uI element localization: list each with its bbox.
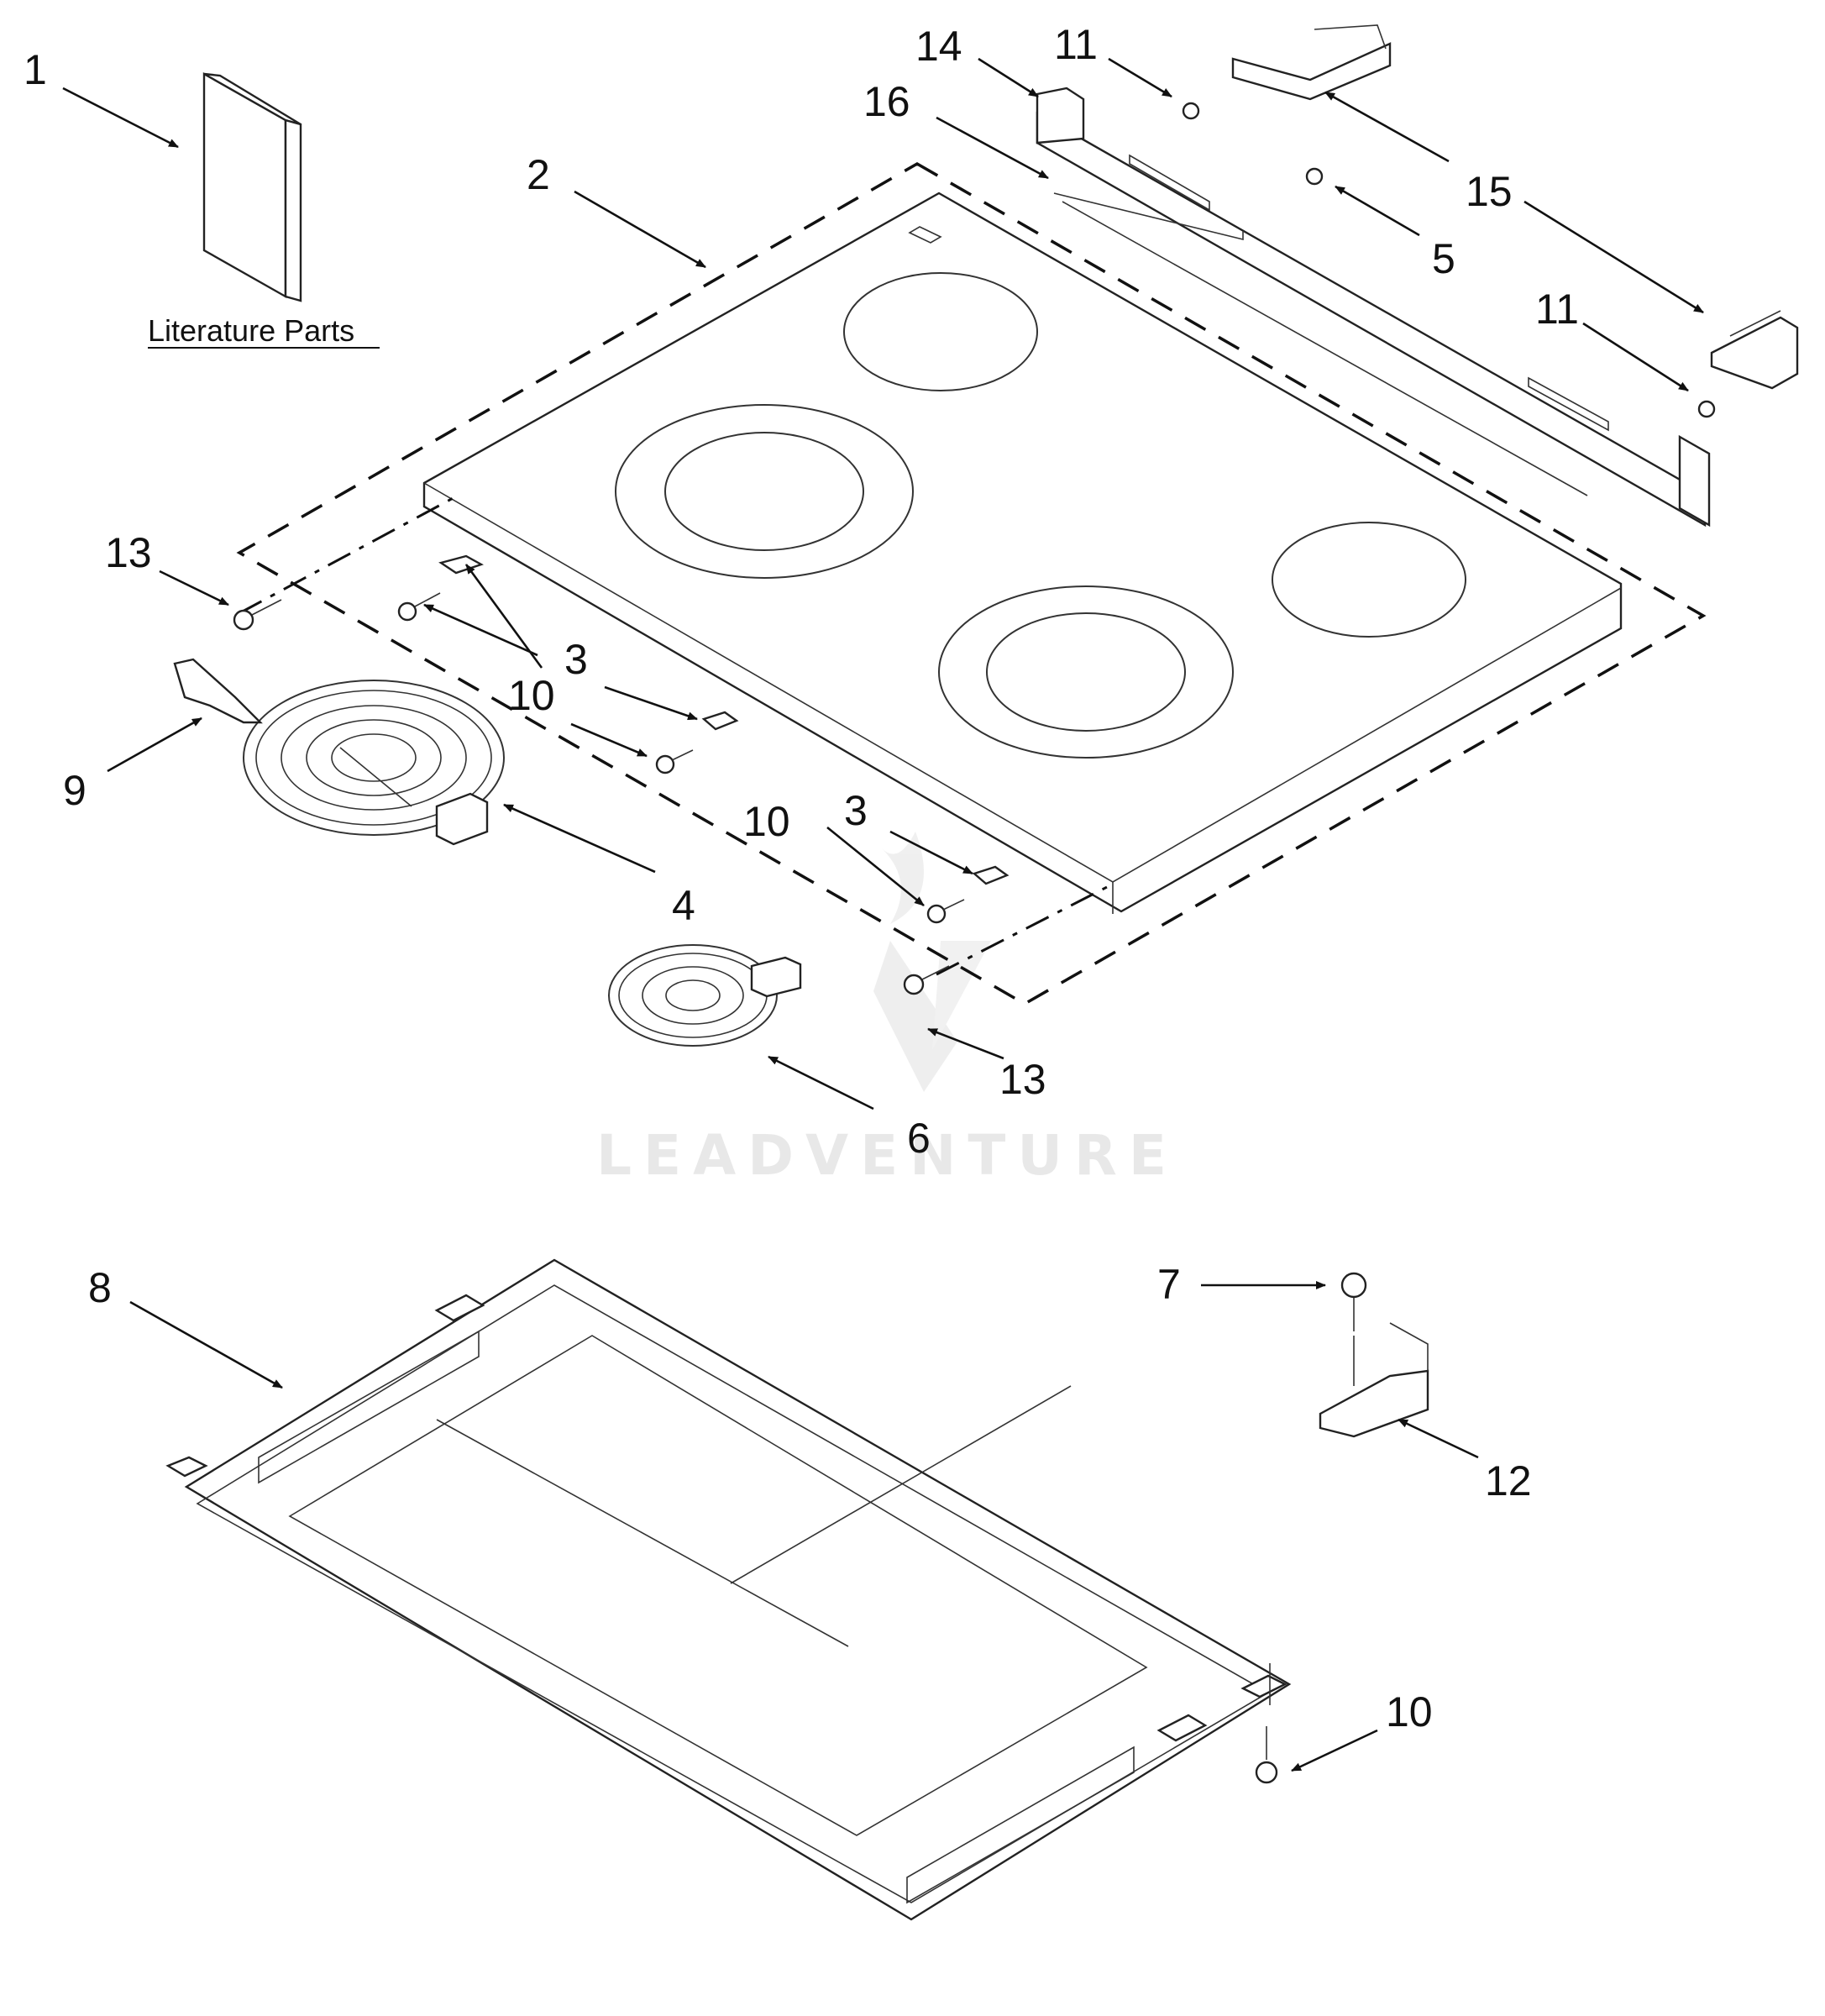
callout-15: 15	[1466, 168, 1513, 215]
screw-13-left	[233, 599, 282, 631]
watermark: LEADVENTURE	[596, 832, 1178, 1188]
callout-10-lower: 10	[1386, 1688, 1433, 1735]
bracket-12	[1319, 1272, 1429, 1438]
screw-11-right	[1697, 400, 1716, 418]
callout-7: 7	[1157, 1261, 1181, 1308]
clip-3-front	[972, 865, 1010, 885]
callout-10-upper: 10	[508, 672, 555, 719]
clip-3-mid	[701, 711, 739, 731]
watermark-text: LEADVENTURE	[596, 1123, 1178, 1188]
callout-14: 14	[915, 23, 962, 70]
element-clip	[173, 658, 263, 724]
burner-ring-rear-right	[1272, 522, 1466, 638]
burner-box	[165, 1258, 1292, 1921]
callout-11-upper: 11	[1054, 21, 1098, 68]
callout-2: 2	[527, 151, 550, 198]
screw-10-lower	[1255, 1663, 1278, 1784]
burner-ring-front-left-inner	[664, 432, 864, 551]
bracket-15-right	[1710, 310, 1799, 390]
burner-ring-front-right-inner	[986, 612, 1186, 732]
cooktop-fasteners	[233, 102, 1716, 995]
callout-6: 6	[907, 1115, 931, 1162]
callout-4: 4	[672, 882, 695, 929]
screw-7	[1340, 1272, 1367, 1299]
cooktop-glass	[422, 192, 1623, 914]
screw-11-left	[1182, 102, 1200, 120]
screw-10-mid	[655, 749, 694, 774]
callout-1: 1	[24, 46, 47, 93]
callout-13-upper: 13	[105, 529, 152, 576]
callout-3-lower: 3	[844, 787, 868, 834]
callout-labels: 1 2 3 3 4 5 6 7 8 9 10 10 10 11 11 12 13…	[24, 21, 1579, 1735]
screw-13-right	[903, 965, 950, 995]
leader-arrows	[62, 57, 1704, 1772]
callout-10-mid: 10	[743, 798, 790, 845]
bracket-15-left	[1231, 24, 1392, 101]
literature-parts-label: Literature Parts	[148, 313, 354, 348]
radiant-element-large	[243, 680, 505, 846]
callout-3-upper: 3	[564, 636, 588, 683]
burner-ring-rear-left	[843, 272, 1038, 391]
screw-10-left	[397, 592, 441, 622]
clip-3-rear	[438, 554, 484, 575]
radiant-element-small	[608, 944, 802, 1047]
callout-12: 12	[1485, 1457, 1532, 1504]
callout-16: 16	[863, 78, 910, 125]
rear-trim	[1036, 87, 1711, 528]
screw-10-front	[926, 899, 965, 924]
literature-parts: Literature Parts	[148, 71, 380, 349]
callout-11-lower: 11	[1535, 286, 1579, 333]
callout-13-lower: 13	[999, 1056, 1046, 1103]
screw-5	[1305, 167, 1324, 186]
callout-8: 8	[88, 1264, 112, 1311]
callout-5: 5	[1432, 235, 1455, 282]
callout-9: 9	[63, 767, 87, 814]
